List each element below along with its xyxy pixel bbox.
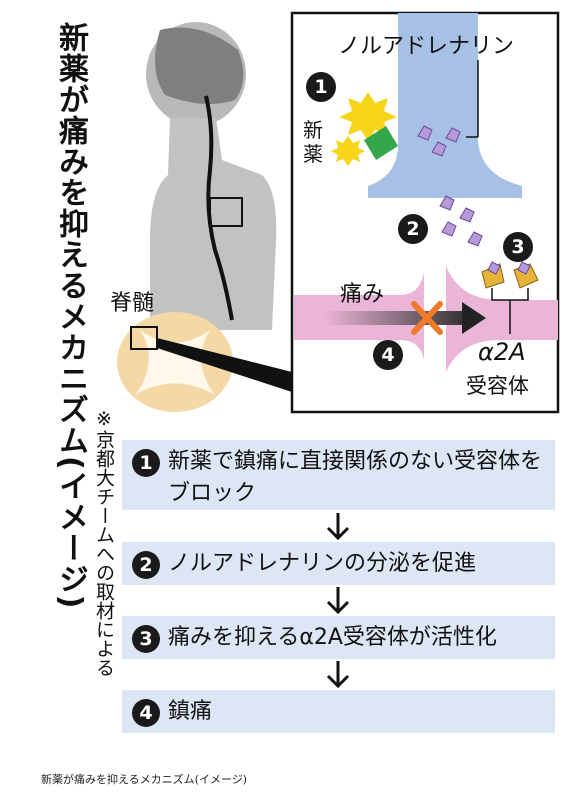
receptor-name-label: α2A — [478, 338, 526, 366]
new-drug-label: 新薬 — [303, 118, 323, 166]
flow-arrows — [326, 513, 350, 689]
step-3-text: 痛みを抑えるα2A受容体が活性化 — [168, 625, 497, 650]
noradrenaline-particles — [417, 125, 483, 247]
step-2-number: 2 — [132, 551, 160, 579]
pain-signal-arrow — [325, 311, 465, 325]
step-1: 1 新薬で鎮痛に直接関係のない受容体をブロック — [122, 440, 555, 510]
pain-label: 痛み — [340, 282, 385, 307]
source-credit: ※京都大チームへの取材による — [93, 408, 115, 677]
zoom-pointer — [157, 338, 292, 392]
step-2: 2 ノルアドレナリンの分泌を促進 — [122, 542, 555, 585]
step-4-text: 鎮痛 — [168, 699, 213, 724]
block-x-icon — [411, 301, 443, 335]
page-title: 新薬が痛みを抑えるメカニズム(イメージ) — [53, 22, 88, 610]
human-silhouette — [146, 22, 277, 330]
marker-1: 1 — [306, 72, 336, 102]
marker-3: 3 — [503, 232, 533, 262]
step-4-number: 4 — [132, 699, 160, 727]
figure-caption: 新薬が痛みを抑えるメカニズム(イメージ) — [41, 773, 248, 786]
marker-2: 2 — [398, 214, 428, 244]
receptor-type-label: 受容体 — [466, 374, 529, 398]
presynaptic-terminal — [368, 13, 522, 198]
step-1-text: 新薬で鎮痛に直接関係のない受容体をブロック — [168, 449, 543, 506]
step-3-number: 3 — [132, 625, 160, 653]
blocked-receptor-icon — [364, 126, 398, 160]
spinal-cord-label: 脊髄 — [110, 291, 155, 316]
noradrenaline-label: ノルアドレナリン — [338, 34, 515, 59]
step-3: 3 痛みを抑えるα2A受容体が活性化 — [122, 616, 555, 659]
marker-4: 4 — [373, 340, 403, 370]
step-2-text: ノルアドレナリンの分泌を促進 — [168, 551, 477, 576]
zoom-box-spine — [209, 197, 243, 227]
pain-nerve-right — [446, 266, 558, 372]
step-1-number: 1 — [132, 449, 160, 477]
spinal-cord-section — [117, 312, 233, 412]
step-4: 4 鎮痛 — [122, 690, 555, 733]
